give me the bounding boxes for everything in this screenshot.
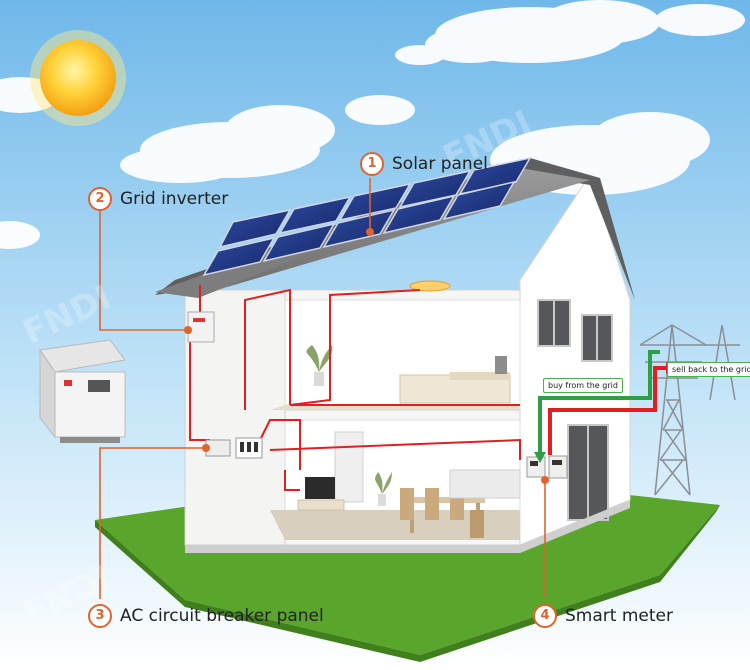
number-badge: 3 bbox=[88, 604, 112, 628]
number-badge: 1 bbox=[360, 152, 384, 176]
callout-grid-inverter: 2 Grid inverter bbox=[88, 187, 228, 211]
house bbox=[184, 173, 631, 553]
solar-panel-array bbox=[202, 156, 532, 277]
arrow-buy-head bbox=[534, 452, 546, 463]
number-badge: 4 bbox=[533, 604, 557, 628]
callout-breaker-panel: 3 AC circuit breaker panel bbox=[88, 604, 324, 628]
callout-dots bbox=[184, 228, 549, 484]
sun-icon bbox=[30, 30, 126, 126]
grid-flow-arrows bbox=[538, 350, 666, 455]
smart-meter-label: Smart meter bbox=[565, 606, 673, 626]
wiring bbox=[189, 285, 521, 491]
callout-lines bbox=[99, 178, 546, 599]
grid-inverter-unit bbox=[187, 311, 215, 343]
solar-panel-label: Solar panel bbox=[392, 154, 488, 174]
callout-solar-panel: 1 Solar panel bbox=[360, 152, 488, 176]
breaker-panel-label: AC circuit breaker panel bbox=[120, 606, 324, 626]
grid-inverter-label: Grid inverter bbox=[120, 189, 229, 209]
sell-back-to-grid-tag: sell back to the grid bbox=[667, 362, 750, 377]
inverter-product-image bbox=[39, 339, 126, 443]
buy-from-grid-tag: buy from the grid bbox=[543, 378, 623, 393]
callout-smart-meter: 4 Smart meter bbox=[533, 604, 673, 628]
breaker-panel-unit bbox=[205, 437, 263, 459]
number-badge: 2 bbox=[88, 187, 112, 211]
